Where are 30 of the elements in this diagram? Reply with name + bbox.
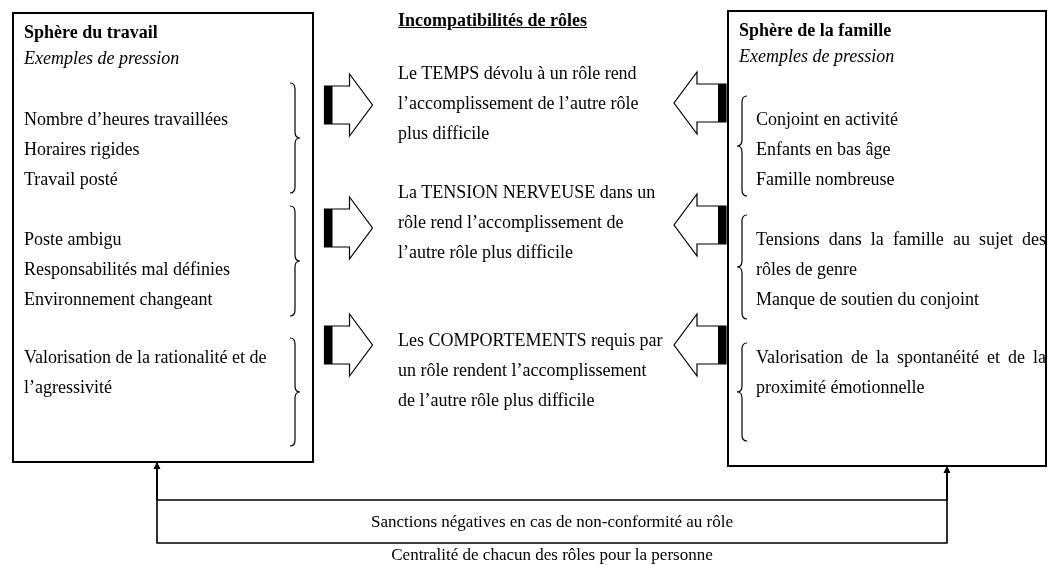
incompatibility-text: Les COMPORTEMENTS requis par un rôle rendent l’accomplissement de l’autre rôle plus difficile — [398, 325, 666, 447]
pressure-example: Responsabilités mal définies — [23, 258, 231, 281]
block-arrow — [323, 312, 374, 378]
panel-subheading: Exemples de pression — [739, 45, 895, 68]
pressure-example: Conjoint en activité — [755, 108, 899, 131]
pressure-example: Horaires rigides — [23, 138, 141, 161]
panel-subheading: Exemples de pression — [24, 47, 180, 70]
pressure-example: Valorisation de la rationalité et de l’agressivité — [23, 346, 268, 399]
block-arrow — [673, 312, 727, 378]
connector-arrow — [153, 462, 951, 544]
diagram-title: Incompatibilités de rôles — [398, 9, 587, 32]
pressure-example: Enfants en bas âge — [755, 138, 892, 161]
block-arrow — [323, 195, 374, 261]
panel-heading: Sphère du travail — [24, 21, 158, 44]
pressure-example: Poste ambigu — [23, 228, 123, 251]
sphere-panel — [12, 12, 314, 463]
pressure-example: Tensions dans la famille au sujet des rôles de genre — [755, 228, 1046, 281]
sphere-panel — [727, 10, 1047, 467]
pressure-example: Manque de soutien du conjoint — [755, 288, 980, 311]
incompatibility-text: La TENSION NERVEUSE dans un rôle rend l’accomplissement de l’autre rôle plus difficile — [398, 177, 666, 299]
pressure-example: Travail posté — [23, 168, 119, 191]
block-arrow — [323, 72, 374, 138]
pressure-example: Nombre d’heures travaillées — [23, 108, 229, 131]
incompatibility-text: Le TEMPS dévolu à un rôle rend l’accomplissement de l’autre rôle plus difficile — [398, 58, 666, 150]
pressure-example: Environnement changeant — [23, 288, 214, 311]
panel-heading: Sphère de la famille — [739, 19, 892, 42]
block-arrow — [673, 192, 727, 258]
pressure-example: Famille nombreuse — [755, 168, 896, 191]
pressure-example: Valorisation de la spontanéité et de la proximité émotionnelle — [755, 346, 1046, 399]
block-arrow — [673, 70, 727, 136]
